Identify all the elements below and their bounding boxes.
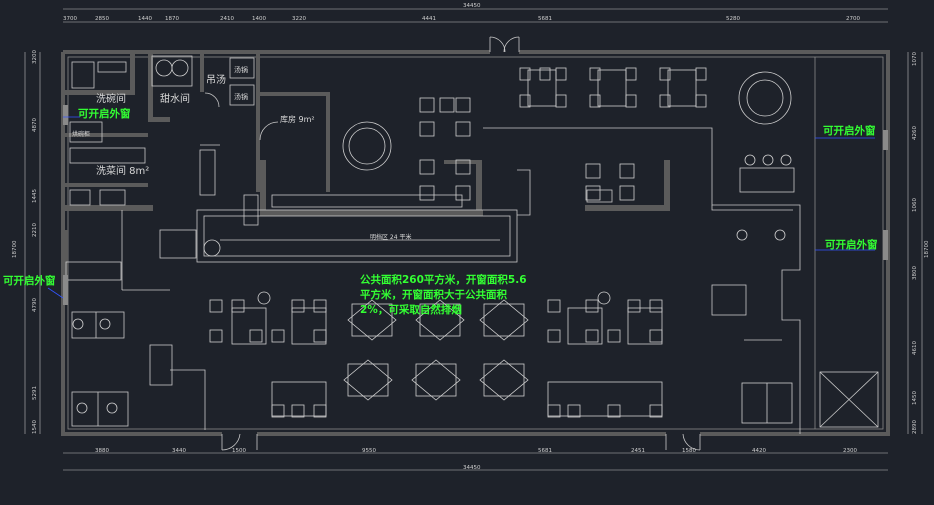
dim-right-1: 4260 xyxy=(912,126,918,140)
dim-right-5: 1450 xyxy=(912,391,918,405)
dim-left-5: 5291 xyxy=(32,386,38,400)
round-tables xyxy=(72,59,792,414)
dim-bottom-3: 9550 xyxy=(362,448,376,454)
dim-top-6: 3220 xyxy=(292,16,306,22)
dim-bottom-7: 4420 xyxy=(752,448,766,454)
dim-right-2: 1060 xyxy=(912,198,918,212)
dim-left-0: 3200 xyxy=(32,50,38,64)
dining-tables xyxy=(209,67,793,424)
room-label-stock1: 汤锅 xyxy=(234,66,248,74)
dim-right-6: 2890 xyxy=(912,420,918,434)
exterior-wall-inner-lines xyxy=(67,56,884,430)
dim-bottom-5: 2451 xyxy=(631,448,645,454)
dimension-lines xyxy=(24,8,923,471)
room-label-washveg: 洗菜间 8m² xyxy=(96,166,150,177)
kitchen-walls xyxy=(63,52,670,275)
dim-left-3: 2210 xyxy=(32,223,38,237)
window-annotation-left: 可开启外窗 xyxy=(3,275,56,287)
dim-bottom-total: 34450 xyxy=(463,465,481,471)
dim-left-1: 4870 xyxy=(32,118,38,132)
room-label-storage: 库房 9m² xyxy=(280,115,315,124)
dim-top-5: 1400 xyxy=(252,16,266,22)
diamond-tables xyxy=(343,299,529,401)
leader-lines xyxy=(47,116,875,299)
room-label-counter: 明档区 24 平米 xyxy=(370,234,412,241)
dim-bottom-1: 3440 xyxy=(172,448,186,454)
dim-top-7: 4441 xyxy=(422,16,436,22)
dim-bottom-0: 3880 xyxy=(95,448,109,454)
window-annotation-top-left: 可开启外窗 xyxy=(78,108,131,120)
dim-bottom-2: 1500 xyxy=(232,448,246,454)
room-label-stock2: 汤锅 xyxy=(234,93,248,101)
openings xyxy=(204,36,701,451)
dim-top-1: 2850 xyxy=(95,16,109,22)
dim-top-0: 3700 xyxy=(63,16,77,22)
dim-bottom-6: 1580 xyxy=(682,448,696,454)
window-annotation-right-top: 可开启外窗 xyxy=(823,125,876,137)
dim-right-4: 4610 xyxy=(912,341,918,355)
dim-left-total: 18700 xyxy=(12,240,18,259)
room-label-soup: 吊汤 xyxy=(206,75,226,86)
smoke-exhaust-note: 公共面积260平方米，开窗面积5.6平方米，开窗面积大于公共面积2%，可采取自然… xyxy=(360,274,527,316)
window-annotation-right-mid: 可开启外窗 xyxy=(825,239,878,251)
dim-top-2: 1440 xyxy=(138,16,152,22)
dim-left-6: 1540 xyxy=(32,420,38,434)
room-label-dishwash: 洗碗间 xyxy=(96,94,126,105)
dim-top-4: 2410 xyxy=(220,16,234,22)
dim-top-8: 5681 xyxy=(538,16,552,22)
dim-right-3: 3800 xyxy=(912,266,918,280)
dim-bottom-8: 2300 xyxy=(843,448,857,454)
dim-right-0: 1070 xyxy=(912,52,918,66)
dim-left-4: 4790 xyxy=(32,298,38,312)
dim-top-9: 5280 xyxy=(726,16,740,22)
window-markers xyxy=(63,105,888,305)
room-label-dryroom: 烘碗柜 xyxy=(72,131,91,138)
dim-bottom-4: 5681 xyxy=(538,448,552,454)
dim-left-2: 1445 xyxy=(32,189,38,203)
interior-lines xyxy=(65,55,879,434)
dim-top-total: 34450 xyxy=(463,3,481,9)
exterior-walls xyxy=(61,50,890,436)
room-label-pastry: 甜水间 xyxy=(160,94,190,105)
dim-top-3: 1870 xyxy=(165,16,179,22)
dim-right-total: 18700 xyxy=(924,240,930,259)
dim-top-10: 2700 xyxy=(846,16,860,22)
